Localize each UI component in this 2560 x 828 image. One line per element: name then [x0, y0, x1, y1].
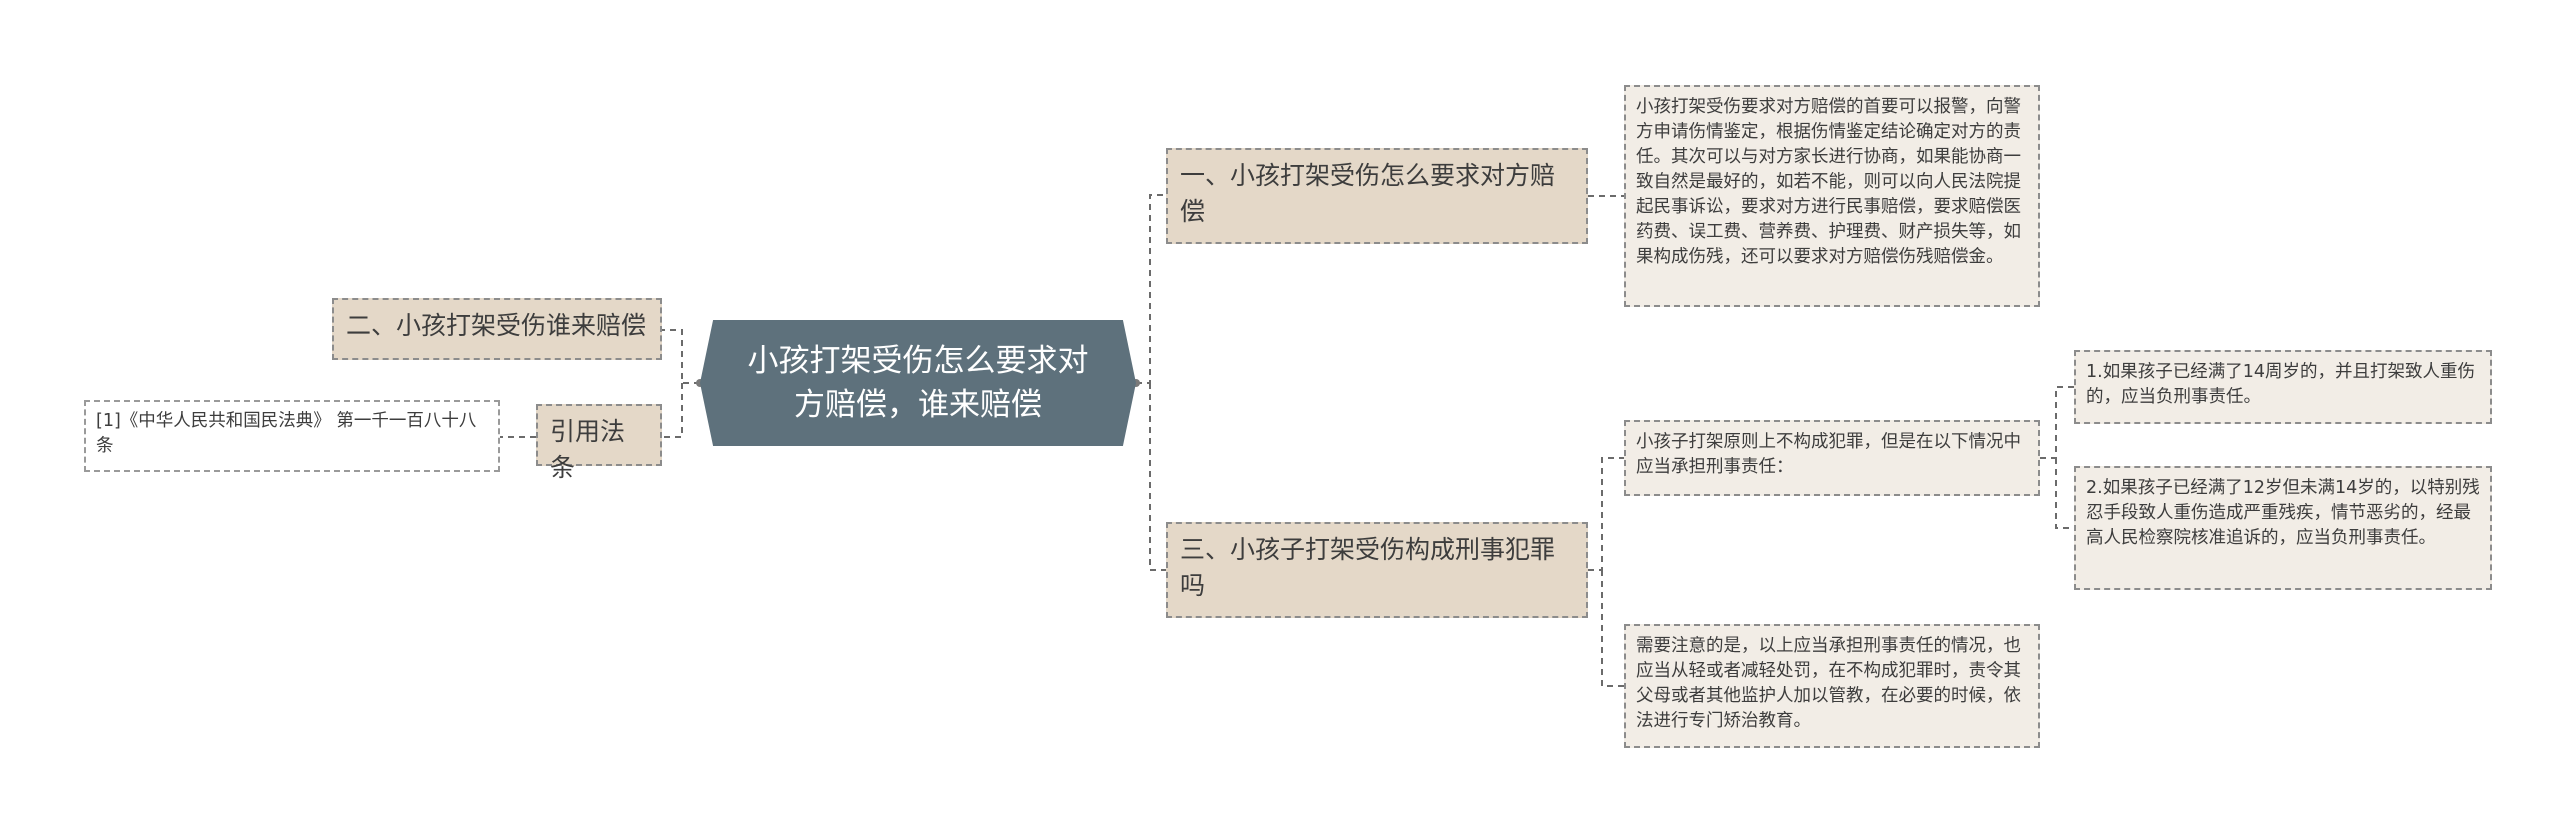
- detail-principle-text: 小孩子打架原则上不构成犯罪，但是在以下情况中应当承担刑事责任：: [1636, 432, 2021, 477]
- topic-law-reference-label: 引用法条: [550, 417, 626, 482]
- topic-criminal-liability-label: 三、小孩子打架受伤构成刑事犯罪吗: [1180, 535, 1556, 600]
- detail-how-to-claim[interactable]: 小孩打架受伤要求对方赔偿的首要可以报警，向警方申请伤情鉴定，根据伤情鉴定结论确定…: [1624, 85, 2040, 307]
- detail-principle[interactable]: 小孩子打架原则上不构成犯罪，但是在以下情况中应当承担刑事责任：: [1624, 420, 2040, 496]
- case-12-to-14[interactable]: 2.如果孩子已经满了12岁但未满14岁的，以特别残忍手段致人重伤造成严重残疾，情…: [2074, 466, 2492, 590]
- central-topic[interactable]: 小孩打架受伤怎么要求对方赔偿，谁来赔偿: [700, 320, 1136, 446]
- law-citation[interactable]: [1]《中华人民共和国民法典》 第一千一百八十八条: [84, 400, 500, 472]
- topic-who-pays[interactable]: 二、小孩打架受伤谁来赔偿: [332, 298, 662, 360]
- topic-how-to-claim-label: 一、小孩打架受伤怎么要求对方赔偿: [1180, 161, 1556, 226]
- case-over-14[interactable]: 1.如果孩子已经满了14周岁的，并且打架致人重伤的，应当负刑事责任。: [2074, 350, 2492, 424]
- topic-criminal-liability[interactable]: 三、小孩子打架受伤构成刑事犯罪吗: [1166, 522, 1588, 618]
- detail-note-text: 需要注意的是，以上应当承担刑事责任的情况，也应当从轻或者减轻处罚，在不构成犯罪时…: [1636, 636, 2021, 731]
- case-12-to-14-text: 2.如果孩子已经满了12岁但未满14岁的，以特别残忍手段致人重伤造成严重残疾，情…: [2086, 478, 2480, 548]
- law-citation-text: [1]《中华人民共和国民法典》 第一千一百八十八条: [96, 411, 477, 456]
- topic-how-to-claim[interactable]: 一、小孩打架受伤怎么要求对方赔偿: [1166, 148, 1588, 244]
- topic-law-reference[interactable]: 引用法条: [536, 404, 662, 482]
- case-over-14-text: 1.如果孩子已经满了14周岁的，并且打架致人重伤的，应当负刑事责任。: [2086, 362, 2475, 407]
- topic-who-pays-label: 二、小孩打架受伤谁来赔偿: [346, 311, 647, 340]
- central-topic-label: 小孩打架受伤怎么要求对方赔偿，谁来赔偿: [747, 343, 1089, 423]
- detail-note[interactable]: 需要注意的是，以上应当承担刑事责任的情况，也应当从轻或者减轻处罚，在不构成犯罪时…: [1624, 624, 2040, 748]
- detail-how-to-claim-text: 小孩打架受伤要求对方赔偿的首要可以报警，向警方申请伤情鉴定，根据伤情鉴定结论确定…: [1636, 97, 2021, 267]
